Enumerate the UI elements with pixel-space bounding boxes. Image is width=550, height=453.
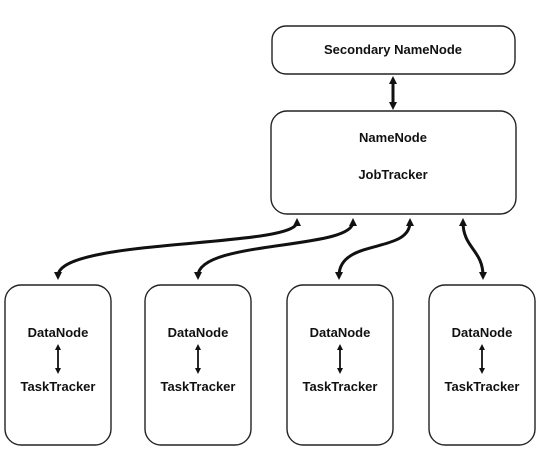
worker-node: DataNode TaskTracker: [286, 284, 394, 446]
tasktracker-label: TaskTracker: [161, 379, 236, 394]
master-node: NameNode JobTracker: [270, 110, 517, 215]
secondary-namenode-node: Secondary NameNode: [271, 25, 516, 75]
tasktracker-label: TaskTracker: [445, 379, 520, 394]
namenode-label: NameNode: [359, 130, 427, 145]
worker-node: DataNode TaskTracker: [428, 284, 536, 446]
tasktracker-label: TaskTracker: [21, 379, 96, 394]
worker-node: DataNode TaskTracker: [144, 284, 252, 446]
datanode-label: DataNode: [28, 325, 89, 340]
secondary-namenode-label: Secondary NameNode: [324, 42, 462, 57]
worker-node: DataNode TaskTracker: [4, 284, 112, 446]
secondary-namenode-box: [271, 25, 516, 75]
master-to-worker-4-connector: [459, 218, 487, 280]
datanode-label: DataNode: [310, 325, 371, 340]
master-to-worker-2-connector: [194, 218, 357, 280]
tasktracker-label: TaskTracker: [303, 379, 378, 394]
datanode-label: DataNode: [452, 325, 513, 340]
datanode-label: DataNode: [168, 325, 229, 340]
jobtracker-label: JobTracker: [358, 167, 427, 182]
master-node-box: [270, 110, 517, 215]
master-to-worker-3-connector: [335, 218, 414, 280]
